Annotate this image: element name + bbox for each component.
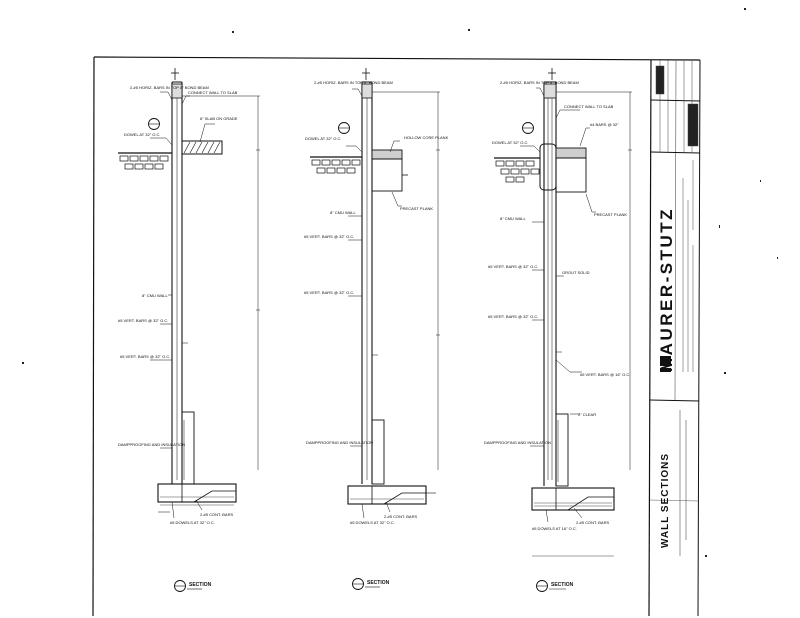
middle-top-bar-label: 2-#5 HORIZ. BARS IN TOP 8" BOND BEAM [314, 80, 393, 85]
left-bars-top-label: #5 VERT. BARS @ 32" O.C. [118, 318, 168, 323]
right-section-tag: SECTION [551, 582, 574, 588]
middle-mid-bars-label: #5 VERT. BARS @ 32" O.C. [304, 290, 354, 295]
left-connect-label: CONNECT WALL TO SLAB [188, 90, 238, 95]
right-waterproof-label: DAMPPROOFING AND INSULATION [484, 440, 551, 445]
right-footing-b-label: 2-#5 CONT. BARS [576, 520, 609, 525]
left-section-tag: SECTION [189, 582, 212, 588]
title-block: MAURER-STUTZ WALL SECTIONS [648, 59, 701, 617]
left-mid-bars-label: #5 VERT. BARS @ 32" O.C. [120, 354, 170, 359]
scan-specks [22, 8, 778, 557]
right-grout-label: GROUT SOLID [562, 270, 590, 275]
right-connect-label: CONNECT WALL TO SLAB [564, 104, 614, 109]
middle-dowel-label: DOWEL AT 32" O.C. [305, 136, 341, 141]
sheet-title: WALL SECTIONS [660, 453, 671, 548]
middle-wall-label: 8" CMU WALL [330, 210, 356, 215]
wall-section-middle-labels: 2-#5 HORIZ. BARS IN TOP 8" BOND BEAM DOW… [304, 80, 449, 586]
right-beam-label: #4 BARS @ 32" [590, 122, 619, 127]
right-wall-label: 8" CMU WALL [500, 216, 526, 221]
middle-slab-label: HOLLOW CORE PLANK [404, 135, 449, 140]
middle-section-tag: SECTION [367, 580, 390, 586]
right-col-label: 2" CLEAR [578, 412, 596, 417]
middle-bars-top-label: #5 VERT. BARS @ 32" O.C. [304, 234, 354, 239]
right-top-bar-label: 2-#5 HORIZ. BARS IN TOP 8" BOND BEAM [500, 80, 579, 85]
wall-section-right [494, 68, 632, 592]
middle-waterproof-label: DAMPPROOFING AND INSULATION [306, 440, 373, 445]
firm-name: MAURER-STUTZ [657, 207, 676, 372]
middle-footing-a-label: #5 DOWELS AT 32" O.C. [350, 520, 395, 525]
right-reinforce-label: #5 VERT. BARS @ 16" O.C. [580, 372, 630, 377]
wall-section-left [118, 68, 260, 592]
wall-section-right-labels: 2-#5 HORIZ. BARS IN TOP 8" BOND BEAM CON… [484, 80, 630, 588]
left-footing-a-label: #5 DOWELS AT 32" O.C. [170, 520, 215, 525]
left-footing-b-label: 2-#5 CONT. BARS [200, 512, 233, 517]
middle-slab2-label: PRECAST PLANK [400, 206, 433, 211]
firm-logo-icon [660, 356, 671, 372]
right-slab-label: PRECAST PLANK [594, 212, 627, 217]
right-footing-a-label: #5 DOWELS AT 16" O.C. [532, 526, 577, 531]
right-dowel-label: DOWEL AT 32" O.C. [492, 140, 528, 145]
left-dowel-label: DOWEL AT 32" O.C. [124, 132, 160, 137]
wall-section-left-labels: 2-#5 HORIZ. BARS IN TOP 8" BOND BEAM CON… [118, 85, 238, 588]
right-bars-top-label: #5 VERT. BARS @ 32" O.C. [488, 264, 538, 269]
left-slab-label: 6" SLAB ON GRADE [200, 116, 238, 121]
middle-footing-b-label: 2-#5 CONT. BARS [384, 514, 417, 519]
wall-section-middle [310, 68, 440, 590]
left-waterproof-label: DAMPPROOFING AND INSULATION [118, 442, 185, 447]
left-top-bar-label: 2-#5 HORIZ. BARS IN TOP 8" BOND BEAM [130, 85, 209, 90]
right-mid-bars-label: #5 VERT. BARS @ 32" O.C. [488, 314, 538, 319]
left-wall-label: 8" CMU WALL [142, 293, 168, 298]
